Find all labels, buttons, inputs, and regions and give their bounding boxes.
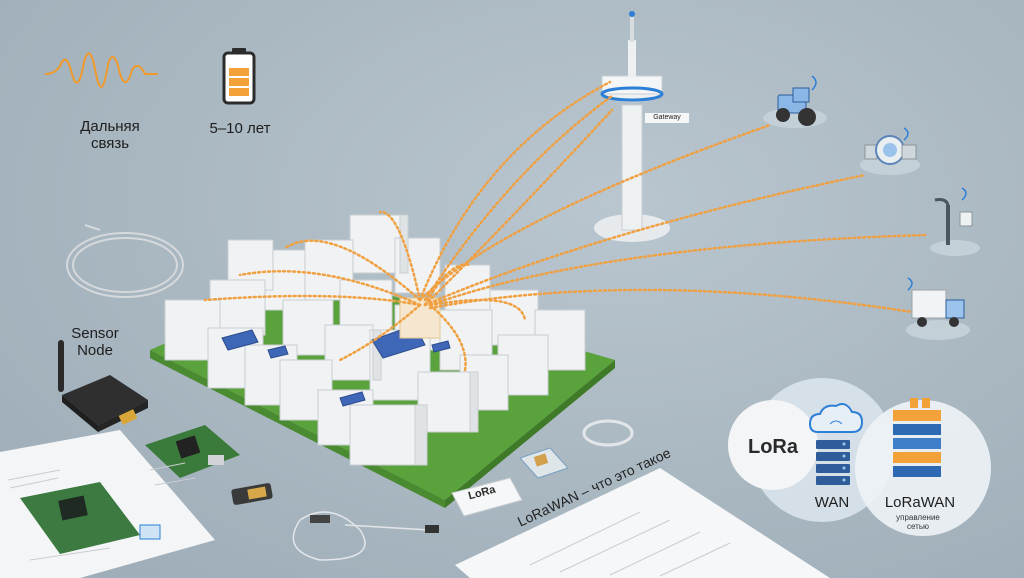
pcb-board-icon	[145, 425, 240, 478]
gateway-label: Gateway	[645, 113, 689, 124]
antenna-cable-icon	[292, 511, 439, 561]
battery-label: 5–10 лет	[209, 120, 271, 137]
lora-label: LoRa	[748, 436, 798, 458]
battery-icon	[222, 48, 256, 105]
range-label: Дальняя связь	[80, 118, 140, 153]
server-icon	[816, 440, 850, 485]
city-buildings	[164, 214, 586, 466]
street-light-icon	[930, 187, 980, 256]
cable-coil-icon	[66, 224, 184, 298]
sensor-node-label: Sensor Node	[71, 325, 119, 360]
truck-icon	[906, 277, 970, 340]
lora-chip-icon	[451, 477, 523, 517]
gateway-tower	[594, 11, 670, 242]
water-meter-icon	[860, 127, 920, 175]
lorawan-label: LoRaWAN	[884, 494, 956, 511]
wan-label: WAN	[814, 494, 850, 511]
tractor-icon	[763, 75, 827, 128]
usb-module-icon	[231, 483, 273, 505]
sim-card-icon	[519, 447, 569, 479]
cloud-icon	[808, 403, 864, 433]
sensor-node-device	[58, 340, 148, 432]
management-label: управление сетью	[896, 513, 940, 532]
document-left	[0, 430, 215, 578]
document-right	[455, 468, 830, 578]
signal-paths	[203, 80, 927, 372]
ring-icon	[582, 419, 634, 447]
network-stack-diagram	[728, 378, 991, 536]
range-wave-icon	[44, 52, 158, 88]
layer-stack-icon	[893, 398, 941, 477]
